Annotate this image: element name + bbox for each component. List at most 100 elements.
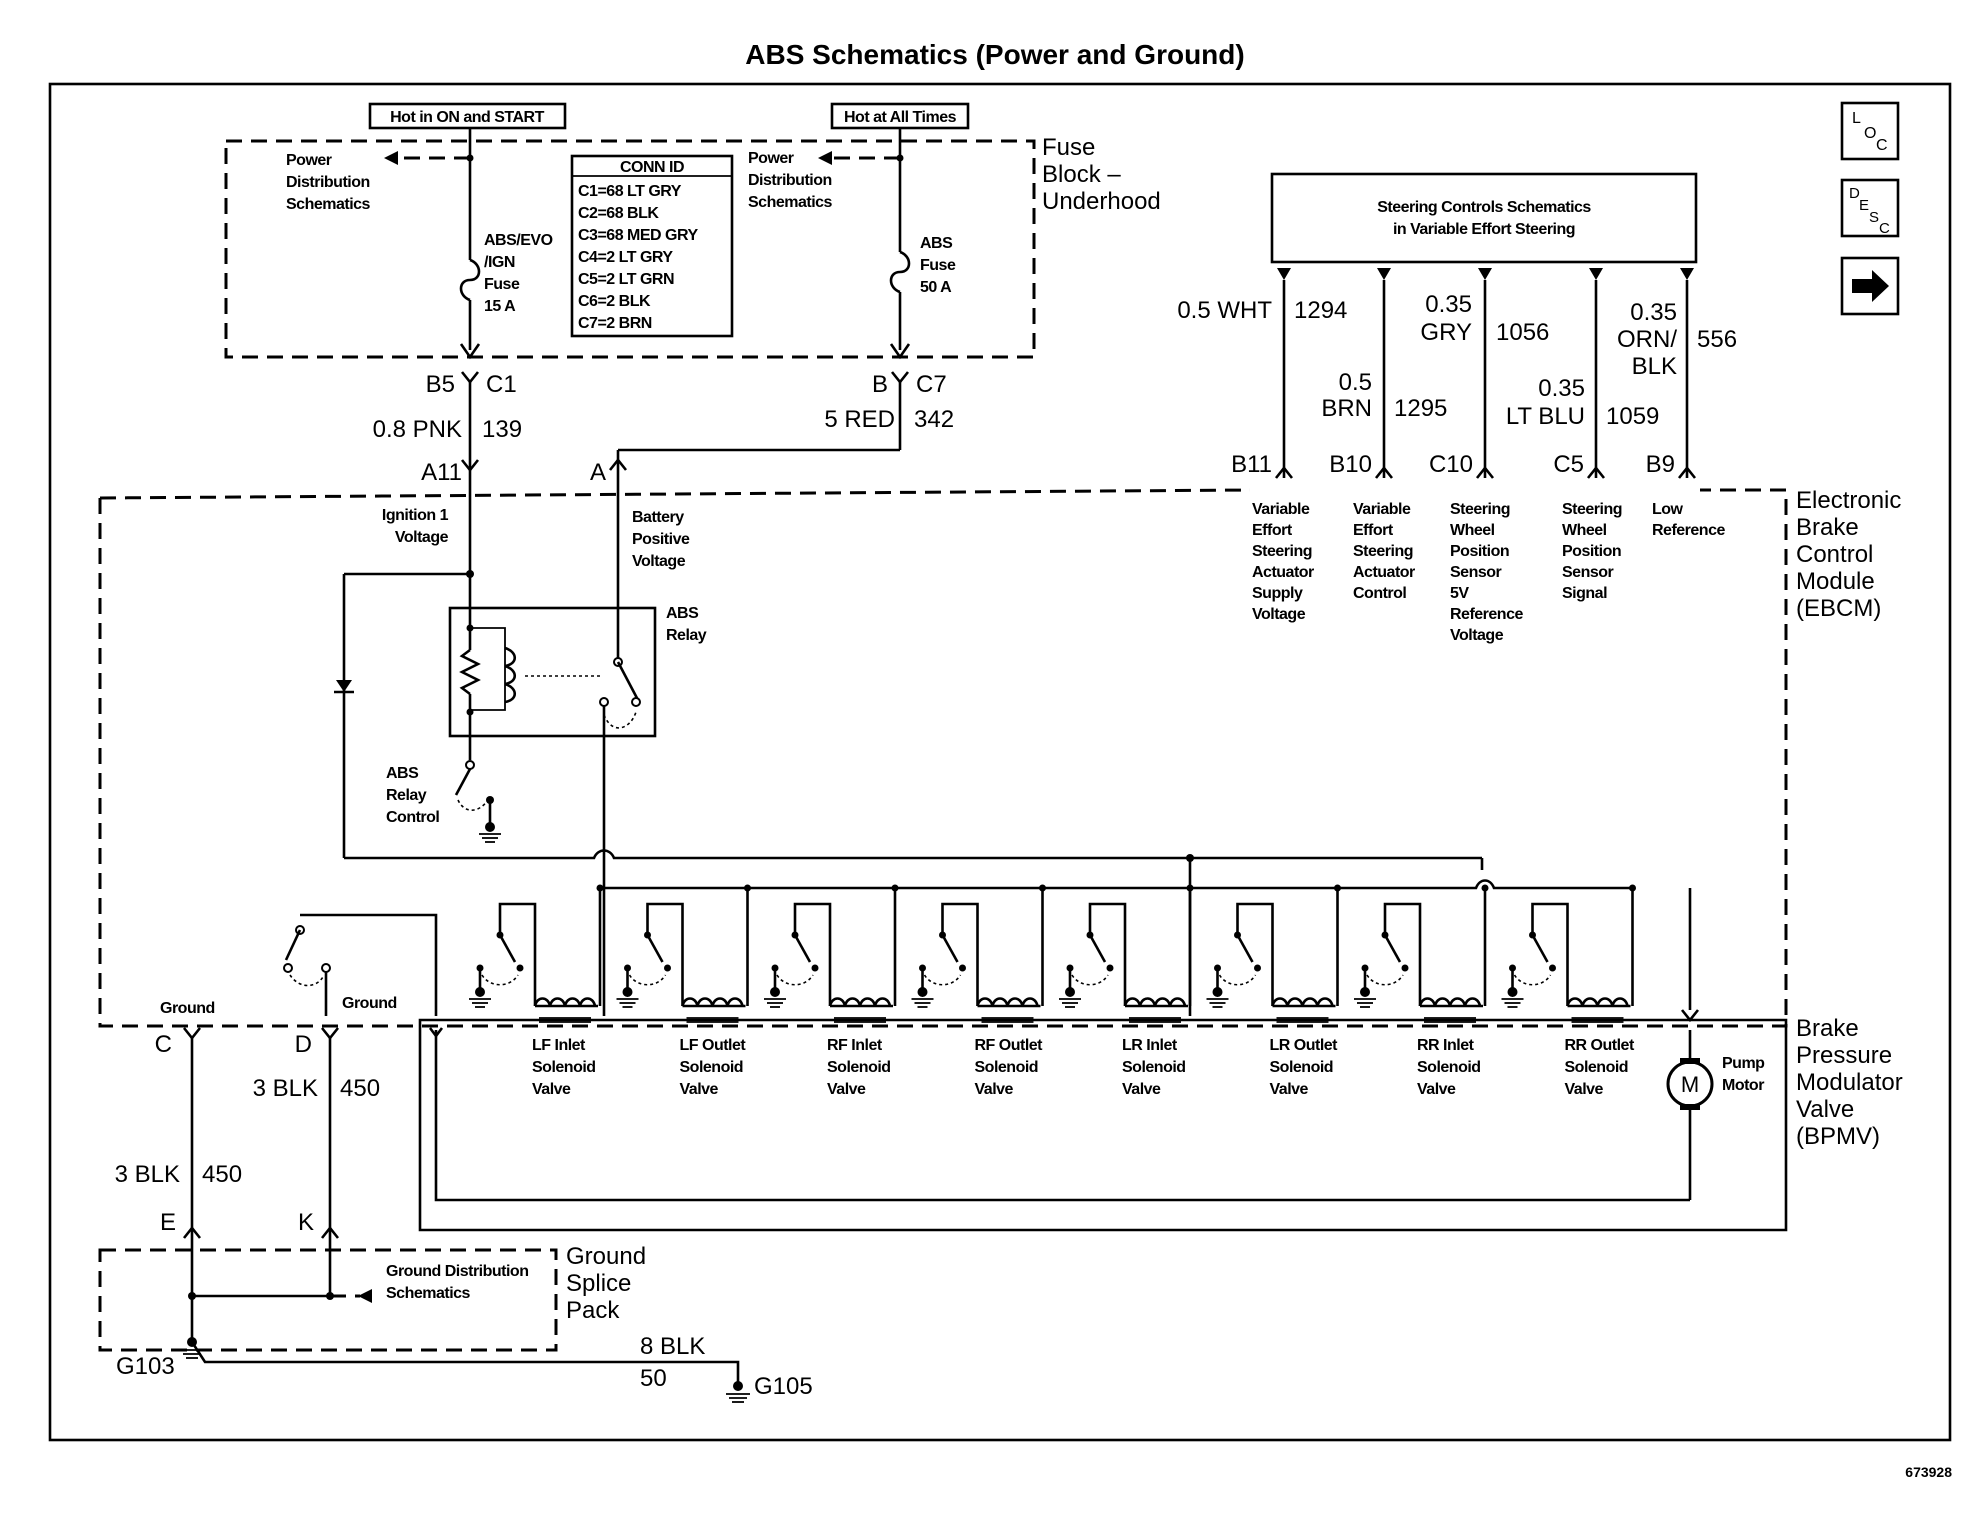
svg-text:B10: B10: [1329, 451, 1372, 478]
wire-1059-label: 1059: [1606, 403, 1659, 430]
svg-text:Reference: Reference: [1652, 522, 1725, 539]
valve-label: Solenoid: [1122, 1059, 1186, 1076]
svg-text:Pump: Pump: [1722, 1055, 1765, 1072]
svg-text:Electronic: Electronic: [1796, 487, 1901, 514]
ground-icon: [1360, 987, 1370, 997]
svg-text:C5: C5: [1553, 451, 1584, 478]
ground-icon: [1507, 987, 1518, 997]
svg-text:Voltage: Voltage: [1252, 606, 1306, 623]
relay-control-ground-icon: [479, 822, 501, 843]
loc-button[interactable]: L O C: [1840, 101, 1900, 161]
svg-text:E: E: [1859, 197, 1869, 214]
valve-label: Valve: [975, 1081, 1014, 1098]
svg-text:Modulator: Modulator: [1796, 1069, 1903, 1096]
svg-text:B11: B11: [1231, 451, 1272, 478]
ground-switch-icon: [284, 929, 302, 961]
svg-text:Relay: Relay: [386, 787, 427, 804]
svg-text:Positive: Positive: [632, 531, 690, 548]
svg-text:Reference: Reference: [1450, 606, 1523, 623]
hot-all-times-label: Hot at All Times: [844, 109, 957, 126]
svg-text:Splice: Splice: [566, 1270, 631, 1297]
svg-text:Battery: Battery: [632, 509, 684, 526]
wire-139-label: 139: [482, 416, 522, 443]
relay-switch-icon: [616, 661, 640, 701]
svg-text:Variable: Variable: [1252, 501, 1310, 518]
valve-label: Solenoid: [1565, 1059, 1629, 1076]
svg-text:Power: Power: [286, 152, 332, 169]
solenoid-coil-icon: [976, 997, 1039, 1007]
valve-label: RR Outlet: [1565, 1037, 1635, 1054]
abs-evo-fuse-icon: [459, 258, 481, 302]
svg-text:GRY: GRY: [1420, 319, 1472, 346]
pin-a: A: [590, 459, 606, 486]
svg-text:C10: C10: [1429, 451, 1473, 478]
conn-id-box: [570, 154, 734, 338]
svg-text:/IGN: /IGN: [484, 254, 515, 271]
valve-label: Solenoid: [532, 1059, 596, 1076]
bpmv-outline: [418, 1018, 1788, 1232]
valve-label: RF Outlet: [975, 1037, 1044, 1054]
g105-label: G105: [754, 1373, 813, 1400]
wire-450-d-label: 450: [340, 1075, 380, 1102]
wire-450-c-label: 450: [202, 1161, 242, 1188]
pin-c: C: [155, 1031, 172, 1058]
battery-label: Battery Positive Voltage: [632, 509, 690, 570]
svg-text:Low: Low: [1652, 501, 1684, 518]
abs-fuse-icon: [889, 250, 911, 294]
valve-label: Valve: [1122, 1081, 1161, 1098]
wire-red-label: 5 RED: [824, 406, 895, 433]
valve-label: RF Inlet: [827, 1037, 883, 1054]
svg-text:50 A: 50 A: [920, 279, 952, 296]
svg-text:C: C: [1876, 137, 1888, 154]
svg-text:Position: Position: [1562, 543, 1621, 560]
ground-icon: [1212, 987, 1223, 997]
valve-label: LR Inlet: [1122, 1037, 1178, 1054]
figure-number: 673928: [1905, 1464, 1952, 1480]
ground-icon: [622, 987, 633, 997]
svg-text:ORN/: ORN/: [1617, 326, 1677, 353]
steering-wires: [1274, 268, 1697, 479]
wire-3blk-c-label: 3 BLK: [115, 1161, 180, 1188]
svg-text:Variable: Variable: [1353, 501, 1411, 518]
svg-text:Control: Control: [1353, 585, 1406, 602]
relay-supply-bus: [604, 879, 1632, 890]
svg-text:ABS: ABS: [386, 765, 419, 782]
pin-b5: B5: [426, 371, 455, 398]
svg-text:Motor: Motor: [1722, 1077, 1764, 1094]
ground-splice-label: Ground Splice Pack: [566, 1243, 646, 1324]
next-button[interactable]: [1840, 256, 1900, 316]
svg-text:C1=68 LT GRY: C1=68 LT GRY: [578, 183, 682, 200]
g103-label: G103: [116, 1353, 175, 1380]
svg-text:Power: Power: [748, 150, 794, 167]
hot-on-start-box: [368, 102, 567, 130]
svg-text:Steering: Steering: [1353, 543, 1413, 560]
valve-label: LF Inlet: [532, 1037, 586, 1054]
svg-text:Supply: Supply: [1252, 585, 1303, 602]
desc-button[interactable]: D E S C: [1840, 178, 1900, 238]
ground-icon: [770, 987, 780, 997]
svg-text:Steering: Steering: [1450, 501, 1510, 518]
svg-text:Underhood: Underhood: [1042, 188, 1161, 215]
svg-text:C4=2 LT GRY: C4=2 LT GRY: [578, 249, 673, 266]
svg-text:LT BLU: LT BLU: [1506, 403, 1585, 430]
svg-text:Relay: Relay: [666, 627, 707, 644]
svg-text:Pack: Pack: [566, 1297, 620, 1324]
svg-text:Steering: Steering: [1252, 543, 1312, 560]
valve-label: Valve: [827, 1081, 866, 1098]
solenoid-coil-icon: [1566, 997, 1629, 1007]
conn-id-list: C1=68 LT GRY C2=68 BLK C3=68 MED GRY C4=…: [578, 183, 699, 332]
valve-label: LR Outlet: [1270, 1037, 1339, 1054]
relay-control-label: ABS Relay Control: [386, 765, 440, 826]
svg-text:Voltage: Voltage: [632, 553, 686, 570]
svg-text:Wheel: Wheel: [1562, 522, 1607, 539]
svg-text:Schematics: Schematics: [748, 194, 833, 211]
svg-text:ABS/EVO: ABS/EVO: [484, 232, 553, 249]
